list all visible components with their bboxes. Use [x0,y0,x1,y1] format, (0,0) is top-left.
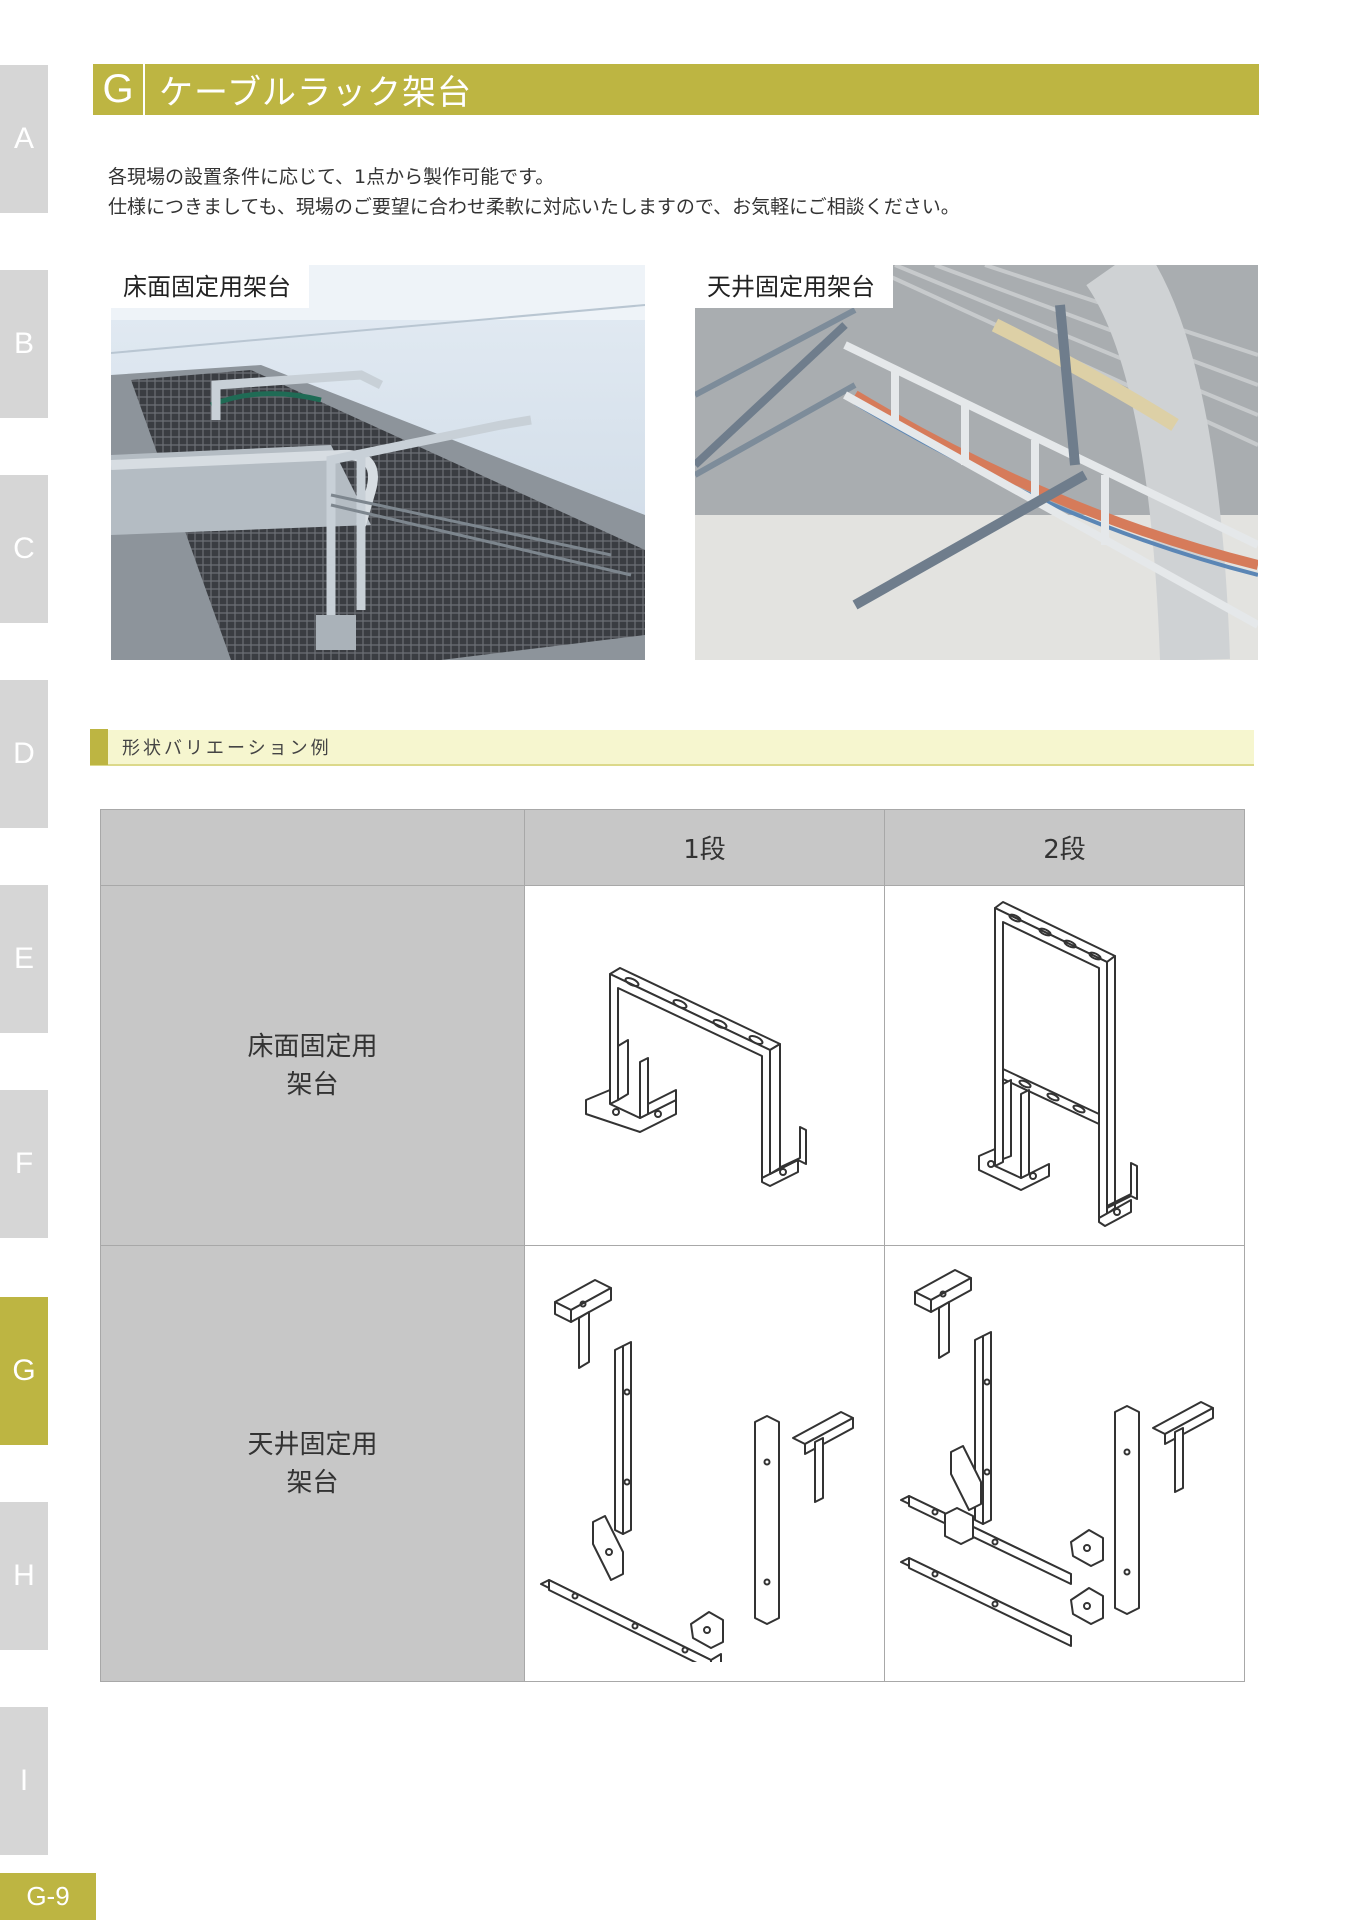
section-marker [90,729,108,765]
side-tab-i[interactable]: I [0,1707,48,1855]
floor-single-frame-drawing [584,966,807,1187]
ceiling-photo-label: 天井固定用架台 [695,265,893,308]
floor-photo-label: 床面固定用架台 [111,265,309,308]
floor-double-frame-drawing [977,900,1138,1227]
floor-rack-illustration [111,265,645,660]
row-ceiling-line-2: 架台 [286,1467,339,1498]
side-tab-d[interactable]: D [0,680,48,828]
ceiling-rack-illustration [695,265,1258,660]
col-header-double: 2段 [884,809,1245,886]
variation-section-band: 形状バリエーション例 [90,729,1254,766]
row-floor-line-1: 床面固定用 [247,1031,378,1062]
col-header-single: 1段 [524,809,885,886]
ceiling-rack-photo: 天井固定用架台 [695,265,1258,660]
table-header-row: 1段 2段 [100,809,1245,886]
side-tab-h[interactable]: H [0,1502,48,1650]
side-tab-e[interactable]: E [0,885,48,1033]
row-ceiling-line-1: 天井固定用 [247,1429,378,1460]
table-corner-cell [100,809,525,886]
row-header-floor: 床面固定用 架台 [100,885,525,1246]
row-header-ceiling: 天井固定用 架台 [100,1245,525,1682]
variation-table: 1段 2段 床面固定用 架台 [100,809,1245,1682]
ceiling-single-parts-drawing [539,1278,854,1671]
side-tab-g[interactable]: G [0,1297,48,1445]
page-number: G-9 [0,1873,96,1920]
intro-line-1: 各現場の設置条件に応じて、1点から製作可能です。 [108,166,555,188]
ceiling-double-diagram [884,1245,1245,1682]
side-tab-a[interactable]: A [0,65,48,213]
ceiling-single-diagram [524,1245,885,1682]
floor-single-diagram [524,885,885,1246]
side-tab-b[interactable]: B [0,270,48,418]
intro-text: 各現場の設置条件に応じて、1点から製作可能です。 仕様につきましても、現場のご要… [108,162,960,222]
table-row: 天井固定用 架台 [100,1245,1245,1682]
table-row: 床面固定用 架台 [100,885,1245,1246]
side-tab-f[interactable]: F [0,1090,48,1238]
header-letter: G [93,64,145,115]
ceiling-double-parts-drawing [899,1268,1214,1647]
page-title: ケーブルラック架台 [159,73,472,113]
side-tab-c[interactable]: C [0,475,48,623]
floor-double-diagram [884,885,1245,1246]
section-title: 形状バリエーション例 [122,738,332,759]
section-header: G ケーブルラック架台 [93,64,1259,115]
floor-rack-photo: 床面固定用架台 [111,265,645,660]
intro-line-2: 仕様につきましても、現場のご要望に合わせ柔軟に対応いたしますので、お気軽にご相談… [108,196,960,218]
row-floor-line-2: 架台 [286,1069,339,1100]
